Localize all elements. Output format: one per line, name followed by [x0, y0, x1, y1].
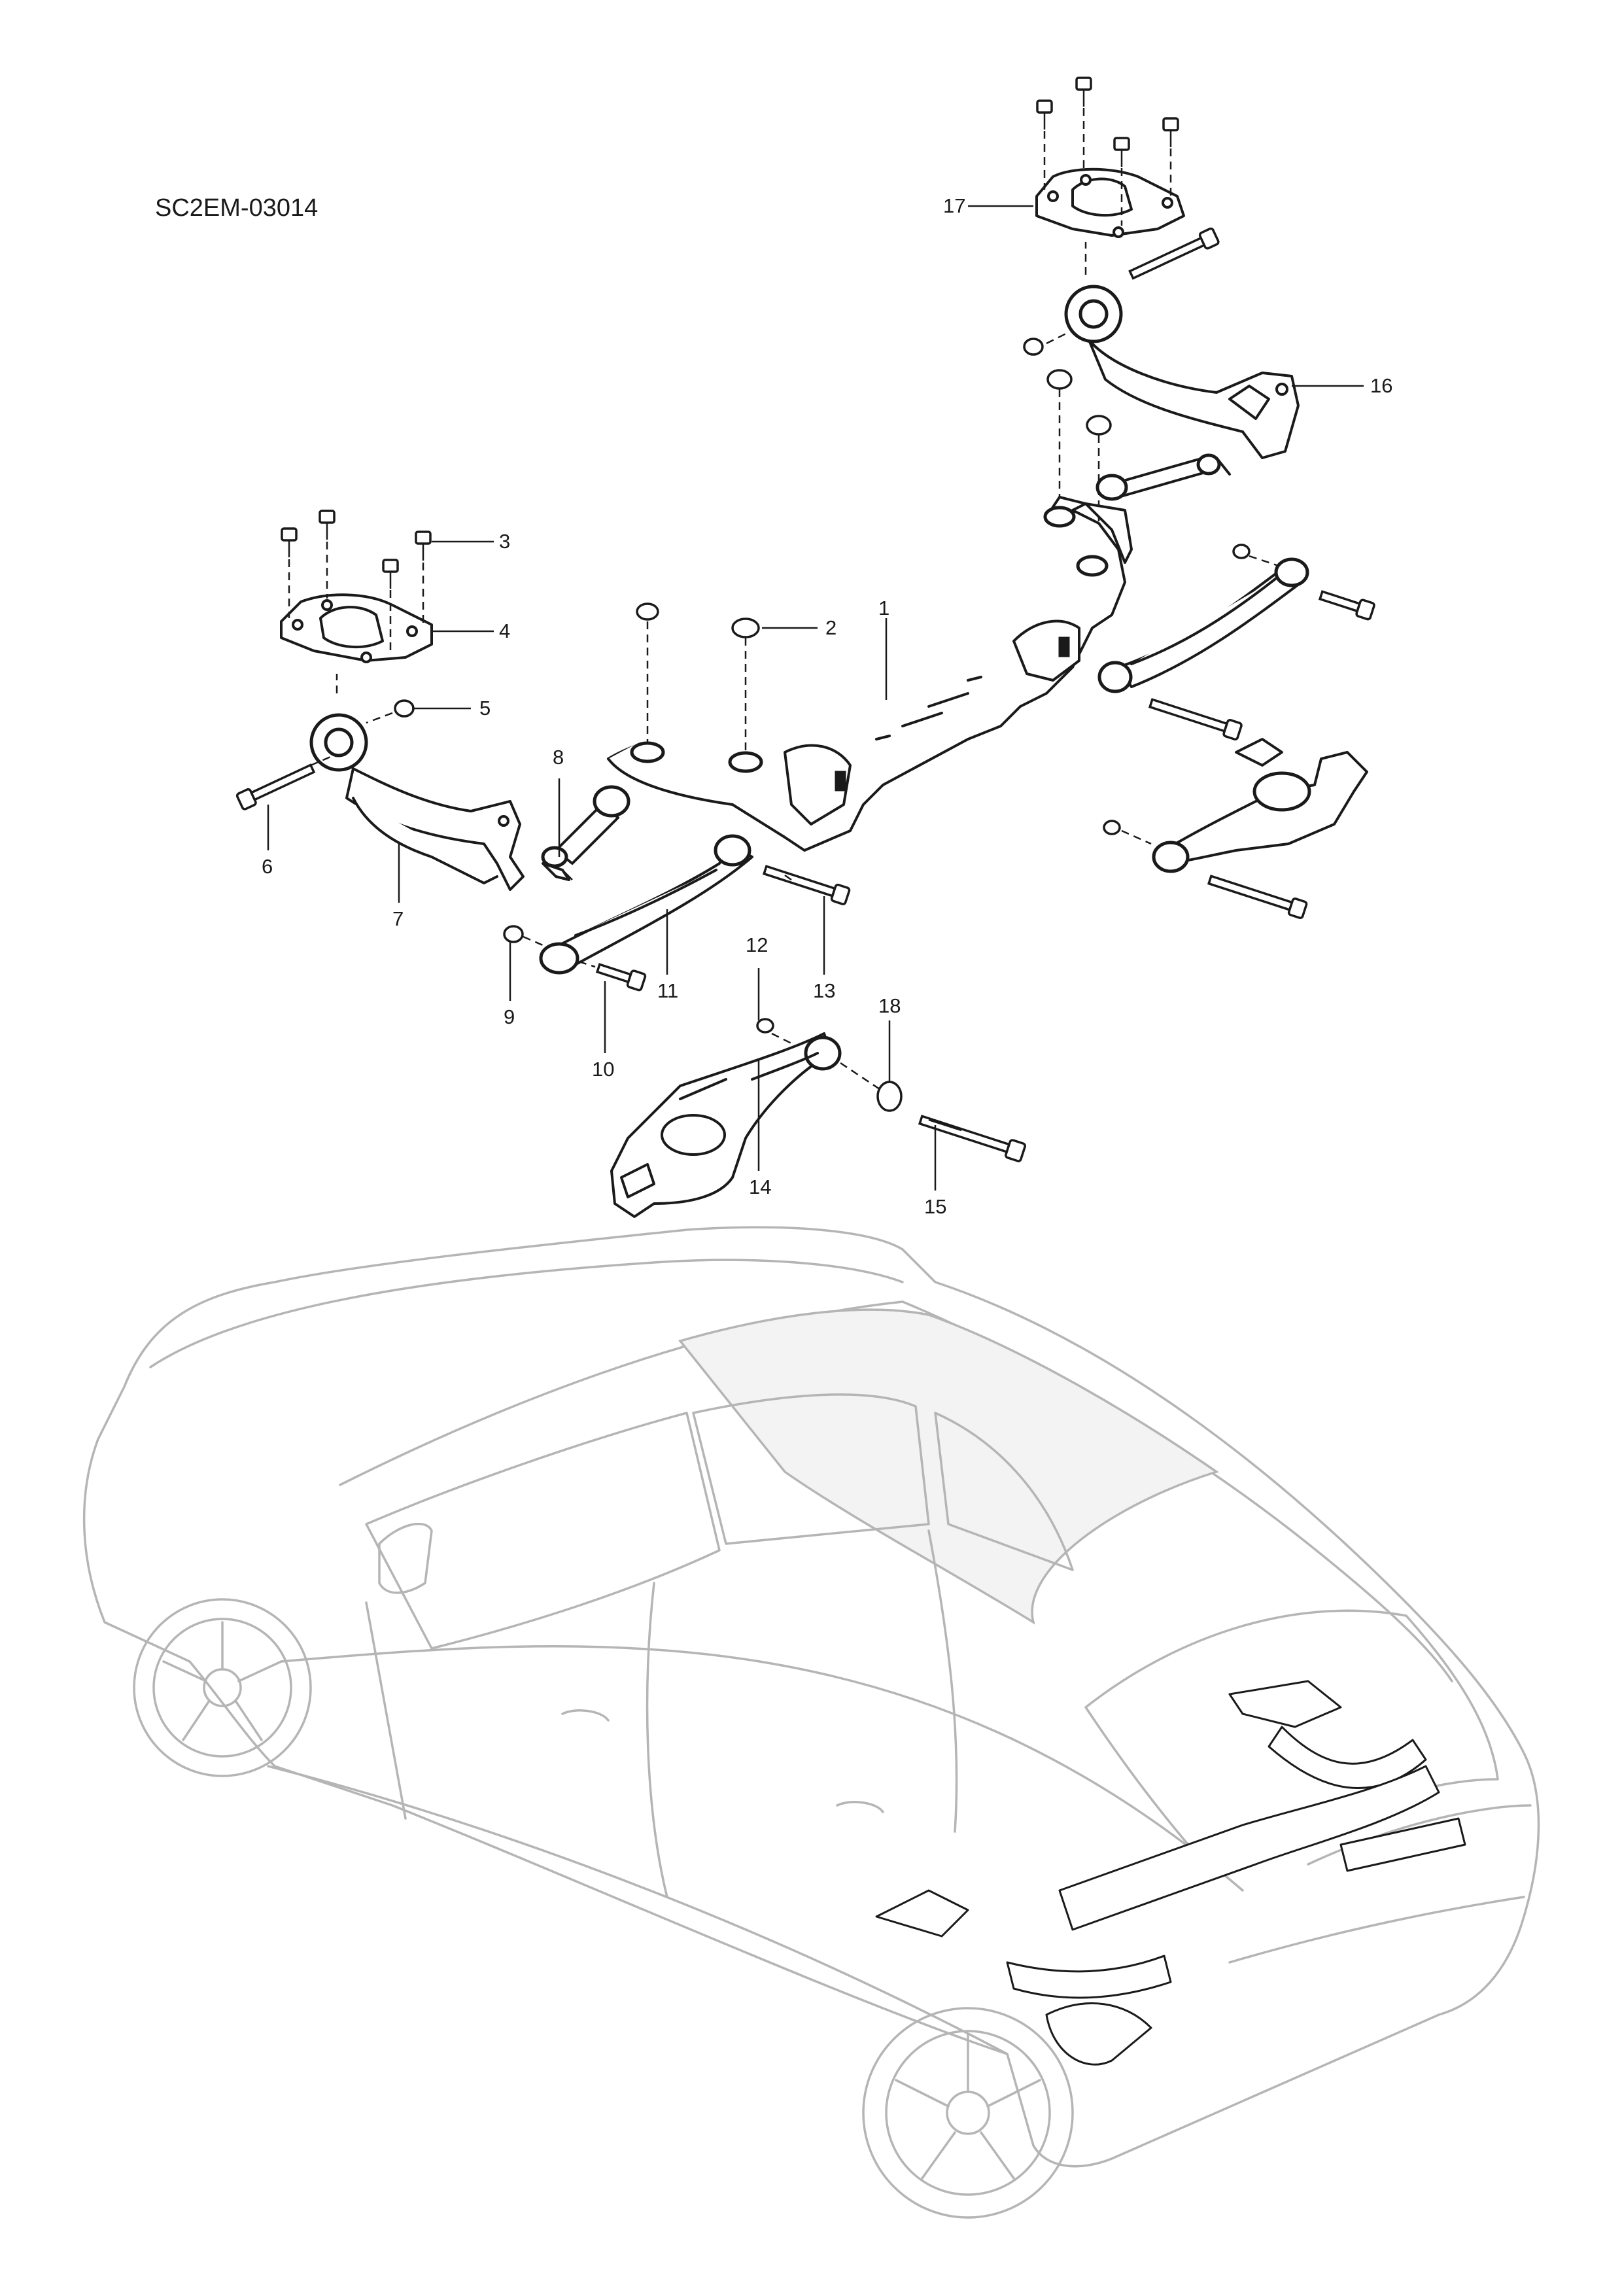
front-wheel: [133, 1598, 312, 1777]
callout-4: 4: [499, 619, 510, 642]
lower-control-arm-left: [610, 1018, 842, 1218]
callout-2: 2: [825, 616, 837, 639]
toe-link: [541, 785, 630, 881]
callout-leaders: [267, 205, 1364, 1191]
subframe-washers: [636, 602, 760, 752]
callout-16: 16: [1370, 374, 1392, 397]
upper-arm-left-bolt: [235, 763, 316, 810]
upper-control-arm-right: [1064, 285, 1300, 459]
callout-1: 1: [878, 597, 889, 619]
vehicle-silhouette: [82, 1226, 1540, 2219]
rear-wheel: [862, 2007, 1074, 2219]
link-bolt-13: [762, 865, 851, 905]
callout-18: 18: [878, 994, 901, 1017]
upper-arm-right-bolt: [1128, 227, 1220, 280]
callout-10: 10: [592, 1058, 614, 1081]
callout-17: 17: [943, 194, 965, 217]
upper-link-right: [1097, 544, 1375, 740]
callout-3: 3: [499, 530, 510, 553]
callout-13: 13: [813, 979, 835, 1002]
callout-labels: 1 2 3 4 5 6 7 8 9 10 11 12 13 14 15 16 1…: [262, 194, 1392, 1218]
upper-arm-right-nut: [1023, 338, 1044, 356]
callout-12: 12: [746, 933, 768, 956]
callout-5: 5: [479, 697, 491, 720]
callout-7: 7: [392, 907, 404, 930]
lower-arm-right: [1103, 738, 1368, 920]
toe-link-right: [1096, 453, 1231, 501]
mount-bracket-right-bolts: [1036, 77, 1179, 226]
upper-control-arm-left: [309, 674, 525, 891]
mount-bracket-right: [1035, 167, 1185, 238]
callout-14: 14: [749, 1175, 771, 1198]
lateral-link-left-hardware: [503, 865, 851, 992]
upper-arm-left-hardware: [235, 699, 415, 810]
lateral-link-left: [539, 834, 753, 975]
lower-arm-left-hardware: [840, 1062, 1027, 1162]
callout-15: 15: [924, 1195, 946, 1218]
link-nut-9: [503, 925, 524, 943]
eccentric-washer-18: [876, 1081, 903, 1112]
installed-suspension-location: [875, 1680, 1466, 2066]
lower-arm-bolt-15: [918, 1115, 1027, 1162]
callout-8: 8: [553, 746, 564, 769]
callout-6: 6: [262, 855, 273, 878]
link-bolt-10: [595, 963, 647, 992]
mount-bracket-left-bolts: [281, 510, 432, 651]
callout-11: 11: [657, 979, 678, 1002]
callout-9: 9: [504, 1005, 515, 1028]
rear-subframe: [607, 496, 1133, 852]
diagram-code: SC2EM-03014: [155, 194, 318, 222]
mount-bracket-left: [280, 593, 433, 663]
lower-arm-nut-12: [756, 1018, 774, 1034]
